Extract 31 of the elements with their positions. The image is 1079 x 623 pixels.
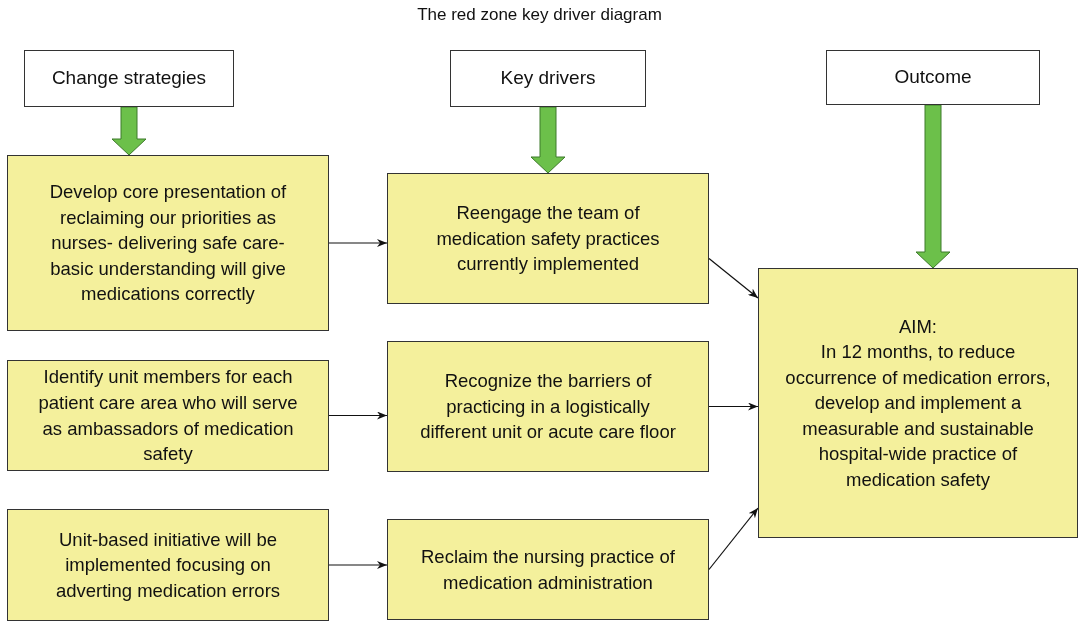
arrow — [708, 257, 759, 299]
text-box — [7, 155, 329, 331]
arrow — [328, 411, 388, 420]
box-text: Outcome — [894, 65, 972, 90]
text-box — [7, 360, 329, 471]
box-text: Reclaim the nursing practice of medication administration — [420, 545, 676, 595]
block-arrow — [915, 104, 951, 269]
arrow — [708, 402, 759, 411]
arrow — [708, 507, 759, 571]
column-header-box — [24, 50, 234, 107]
text-box — [387, 173, 709, 304]
box-text: Develop core presentation of reclaiming our priorities as nurses- delivering safe care- basic understanding will give medications correctly — [48, 180, 288, 307]
box-text: In 12 months, to reduce occurrence of medication errors, develop and implement a measurable and sustainable hospital-wide practice of medication safety — [785, 340, 1051, 492]
box-text: Key drivers — [500, 66, 596, 91]
box-text: Reengage the team of medication safety practices currently implemented — [435, 201, 661, 277]
text-box — [387, 341, 709, 472]
diagram-title: The red zone key driver diagram — [416, 5, 663, 25]
text-box — [387, 519, 709, 620]
text-box — [7, 509, 329, 621]
arrow — [328, 561, 388, 569]
arrow — [328, 239, 388, 247]
column-header-box — [826, 50, 1040, 105]
text-box — [758, 268, 1078, 538]
block-arrow — [111, 106, 147, 156]
box-text: Change strategies — [51, 66, 207, 91]
box-text: Unit-based initiative will be implemented focusing on adverting medication errors — [54, 527, 282, 603]
box-text: Identify unit members for each patient care area who will serve as ambassadors of medication safety — [37, 365, 299, 466]
block-arrow — [530, 106, 566, 174]
column-header-box — [450, 50, 646, 107]
box-text: Recognize the barriers of practicing in a logistically different unit or acute care floor — [419, 369, 677, 445]
box-heading: AIM: — [899, 314, 937, 339]
